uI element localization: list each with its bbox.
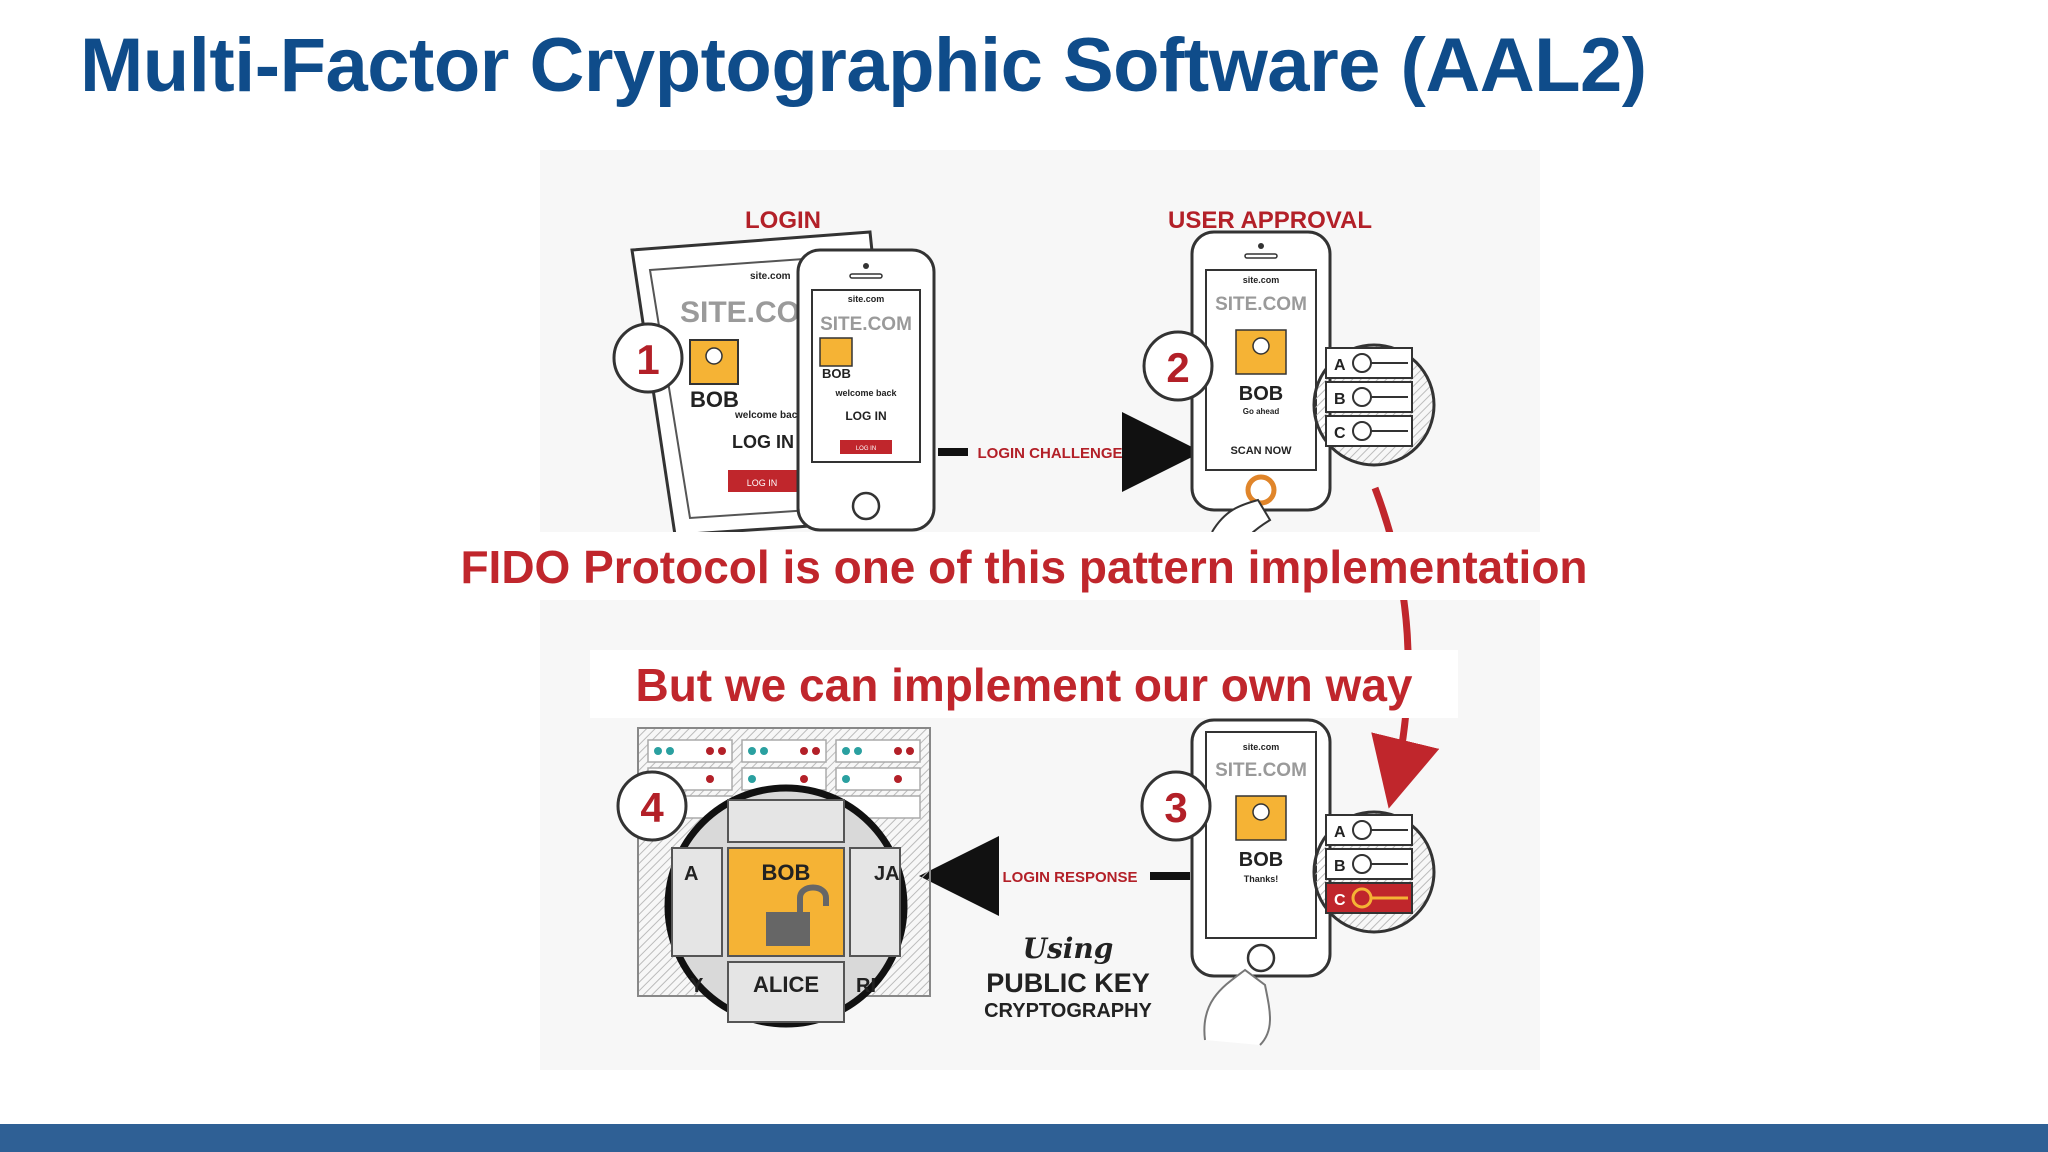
key-slot-a: A xyxy=(1334,824,1346,841)
phone2-site-domain: site.com xyxy=(1243,275,1280,285)
key-slot-c-selected: C xyxy=(1334,892,1346,909)
phone1-login-heading: LOG IN xyxy=(845,409,886,423)
phone3-site-name: SITE.COM xyxy=(1215,760,1307,781)
phone2-go-ahead: Go ahead xyxy=(1243,407,1280,416)
step-1-badge: 1 xyxy=(612,322,684,394)
phone2-scan-now: SCAN NOW xyxy=(1230,445,1292,457)
approval-flow-arrow xyxy=(1371,486,1440,809)
finger-icon xyxy=(1211,498,1272,536)
tablet-site-domain: site.com xyxy=(750,271,791,282)
vault-user-bob: BOB xyxy=(762,860,811,885)
vault-partial-name-a: A xyxy=(684,863,698,885)
vault-partial-name-ri: RI xyxy=(856,975,876,997)
step2-heading: USER APPROVAL xyxy=(1168,207,1372,234)
phone-approval: site.com SITE.COM BOB Go ahead SCAN NOW xyxy=(1190,230,1332,536)
phone2-site-name: SITE.COM xyxy=(1215,294,1307,315)
tablet-login-button-label: LOG IN xyxy=(747,478,778,488)
using-label: Using xyxy=(1023,932,1114,965)
key-slot-b: B xyxy=(1334,858,1346,875)
phone-login: site.com SITE.COM BOB welcome back LOG I… xyxy=(796,248,936,532)
cryptography-label: CRYPTOGRAPHY xyxy=(984,1000,1152,1022)
step-3-badge: 3 xyxy=(1140,770,1212,842)
fido-note: FIDO Protocol is one of this pattern imp… xyxy=(460,541,1588,593)
phone1-avatar-icon xyxy=(819,337,853,367)
vault-user-alice: ALICE xyxy=(753,972,819,997)
footer-bar xyxy=(0,1124,2048,1152)
tablet-login-button xyxy=(728,470,798,492)
key-selector-magnifier: A B C xyxy=(1312,343,1436,467)
phone1-login-button-label: LOG IN xyxy=(856,446,876,452)
step1-heading: LOGIN xyxy=(745,207,821,234)
unlocked-padlock-icon xyxy=(766,912,810,946)
login-challenge-label: LOGIN CHALLENGE xyxy=(978,445,1123,462)
vault-partial-name-ja: JA xyxy=(874,863,900,885)
phone-response: site.com SITE.COM BOB Thanks! xyxy=(1190,718,1332,1046)
phone3-site-domain: site.com xyxy=(1243,742,1280,752)
svg-text:4: 4 xyxy=(640,784,664,831)
phone1-login-button xyxy=(840,440,892,454)
svg-text:2: 2 xyxy=(1166,344,1189,391)
overlay-line2-background xyxy=(590,650,1458,718)
phone2-user-name: BOB xyxy=(1239,383,1283,405)
login-response-label: LOGIN RESPONSE xyxy=(1002,869,1137,886)
phone1-user-name: BOB xyxy=(822,366,851,381)
public-key-label: PUBLIC KEY xyxy=(986,968,1150,998)
key-selected-magnifier: A B C xyxy=(1312,810,1436,934)
step-4-badge: 4 xyxy=(616,770,688,842)
custom-implementation-note: But we can implement our own way xyxy=(635,659,1413,711)
key-slot-a: A xyxy=(1334,357,1346,374)
vault-partial-name-y: Y xyxy=(690,975,704,997)
user-vault-magnifier: BOB ALICE A JA Y RI xyxy=(664,784,908,1028)
phone1-site-name: SITE.COM xyxy=(820,314,912,335)
svg-text:3: 3 xyxy=(1164,784,1187,831)
tablet-welcome-text: welcome back xyxy=(734,410,803,421)
tablet-user-name: BOB xyxy=(690,387,739,412)
key-slot-c: C xyxy=(1334,425,1346,442)
overlay-line1-background xyxy=(410,532,1638,600)
finger-icon xyxy=(1203,968,1271,1046)
phone3-thanks: Thanks! xyxy=(1244,874,1279,884)
key-slot-b: B xyxy=(1334,391,1346,408)
tablet-login-heading: LOG IN xyxy=(732,432,794,452)
phone1-site-domain: site.com xyxy=(848,294,885,304)
phone1-welcome-text: welcome back xyxy=(834,388,897,398)
slide-title: Multi-Factor Cryptographic Software (AAL… xyxy=(80,23,1647,108)
step-2-badge: 2 xyxy=(1142,330,1214,402)
svg-text:1: 1 xyxy=(636,336,659,383)
phone3-user-name: BOB xyxy=(1239,849,1283,871)
